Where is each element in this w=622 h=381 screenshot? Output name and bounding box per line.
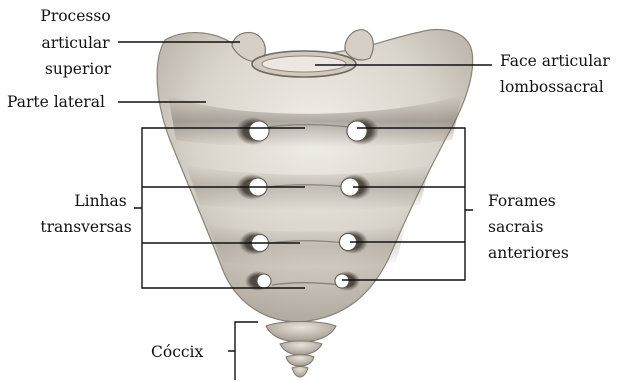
foramen-left-1 xyxy=(249,121,269,141)
label-coccix: Cóccix xyxy=(151,343,204,361)
label-parte-lateral: Parte lateral xyxy=(7,93,105,111)
foramen-left-4 xyxy=(257,274,271,288)
label-linhas-transversas: Linhas transversas xyxy=(40,192,131,236)
foramen-right-1 xyxy=(347,121,367,141)
label-forames-sacrais-anteriores: Forames sacrais anteriores xyxy=(488,192,569,262)
bracket-coccix xyxy=(228,322,258,380)
coccyx-bone xyxy=(266,322,336,378)
label-processo-articular-superior: Processo articular superior xyxy=(40,7,115,78)
right-superior-articular-process xyxy=(345,30,373,60)
lumbosacral-articular-surface-inner xyxy=(262,56,346,72)
foramen-right-4 xyxy=(335,274,349,288)
label-face-articular-lombossacral: Face articular lombossacral xyxy=(500,52,615,96)
